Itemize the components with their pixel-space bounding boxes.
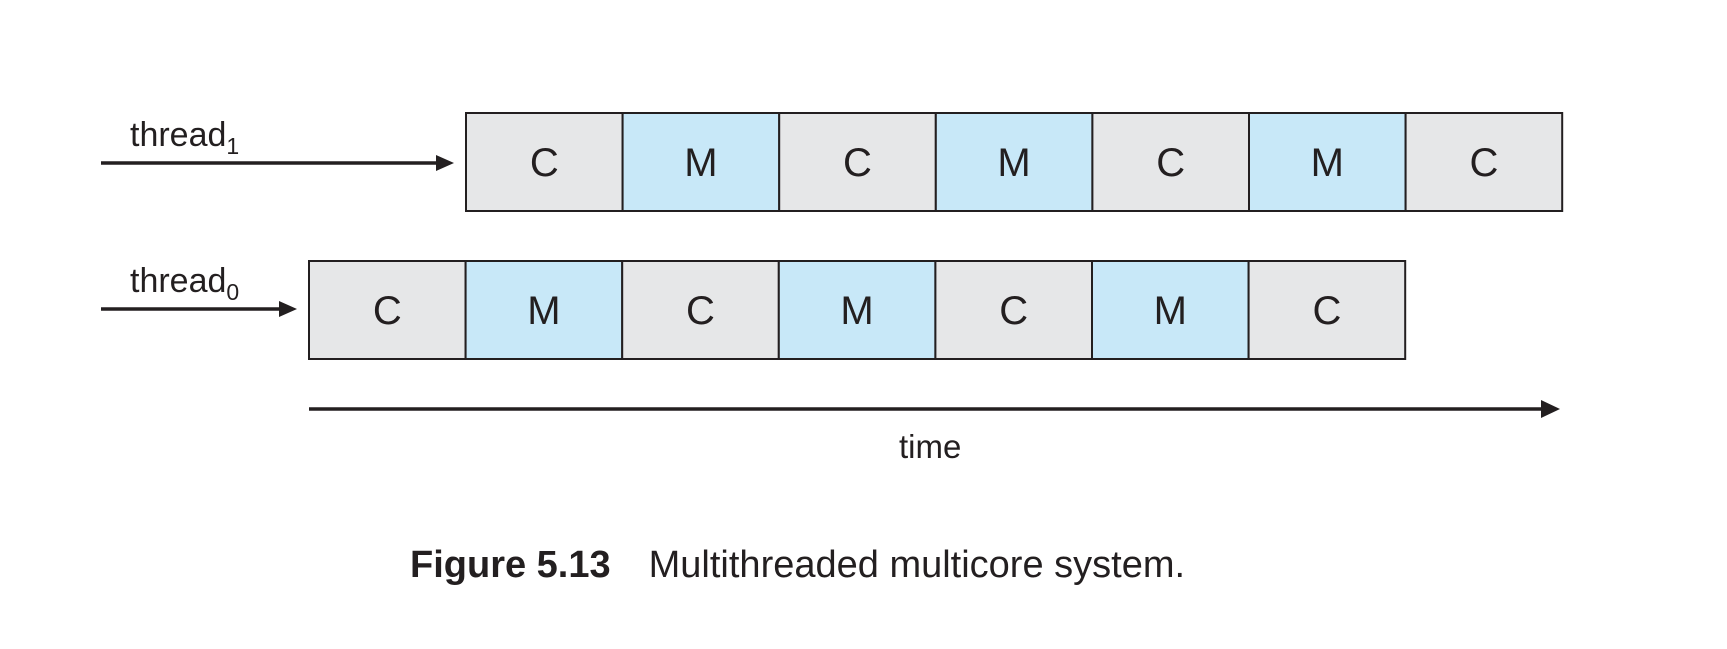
- thread1-block-label: C: [843, 141, 872, 185]
- thread0-block-label: C: [686, 289, 715, 333]
- thread1-arrow-head: [436, 155, 454, 171]
- thread1-block-compute: [1404, 112, 1564, 212]
- thread1-block-memory: [934, 112, 1094, 212]
- thread0-arrow-head: [279, 301, 297, 317]
- thread0-block-label: M: [840, 289, 873, 333]
- thread0-block-label: C: [373, 289, 402, 333]
- thread1-block-compute: [1091, 112, 1251, 212]
- thread0-label-subscript: 0: [226, 279, 240, 305]
- thread0-block-label: C: [1312, 289, 1341, 333]
- thread1-block-memory: [621, 112, 781, 212]
- thread0-block-memory: [464, 260, 624, 360]
- thread0-block-compute: [308, 260, 467, 360]
- thread0-block-compute: [934, 260, 1094, 360]
- thread1-block-label: M: [684, 141, 717, 185]
- thread1-block-memory: [1248, 112, 1407, 212]
- thread0-block-memory: [777, 260, 937, 360]
- thread0-label: thread0: [130, 262, 239, 304]
- thread1-block-label: M: [997, 141, 1030, 185]
- thread0-block-label: C: [999, 289, 1028, 333]
- thread1-label-subscript: 1: [226, 133, 240, 159]
- thread1-block-label: C: [1469, 141, 1498, 185]
- thread0-block-label: M: [1154, 289, 1187, 333]
- thread1-block-label: C: [1156, 141, 1185, 185]
- thread1-block-compute: [465, 112, 624, 212]
- thread0-block-compute: [621, 260, 780, 360]
- time-axis-arrow-head: [1541, 400, 1560, 418]
- thread0-label-text: thread: [130, 262, 227, 300]
- figure-caption-text: Multithreaded multicore system.: [648, 544, 1186, 586]
- figure-caption: Figure 5.13 Multithreaded multicore syste…: [410, 546, 1185, 584]
- thread0-block-label: M: [527, 289, 560, 333]
- thread1-block-compute: [778, 112, 937, 212]
- thread1-label: thread1: [130, 116, 239, 158]
- thread1-block-label: C: [530, 141, 559, 185]
- thread0-block-compute: [1247, 260, 1407, 360]
- figure-number: Figure 5.13: [410, 544, 611, 586]
- thread1-label-text: thread: [130, 116, 227, 154]
- time-axis-label: time: [899, 428, 962, 465]
- thread1-block-label: M: [1311, 141, 1344, 185]
